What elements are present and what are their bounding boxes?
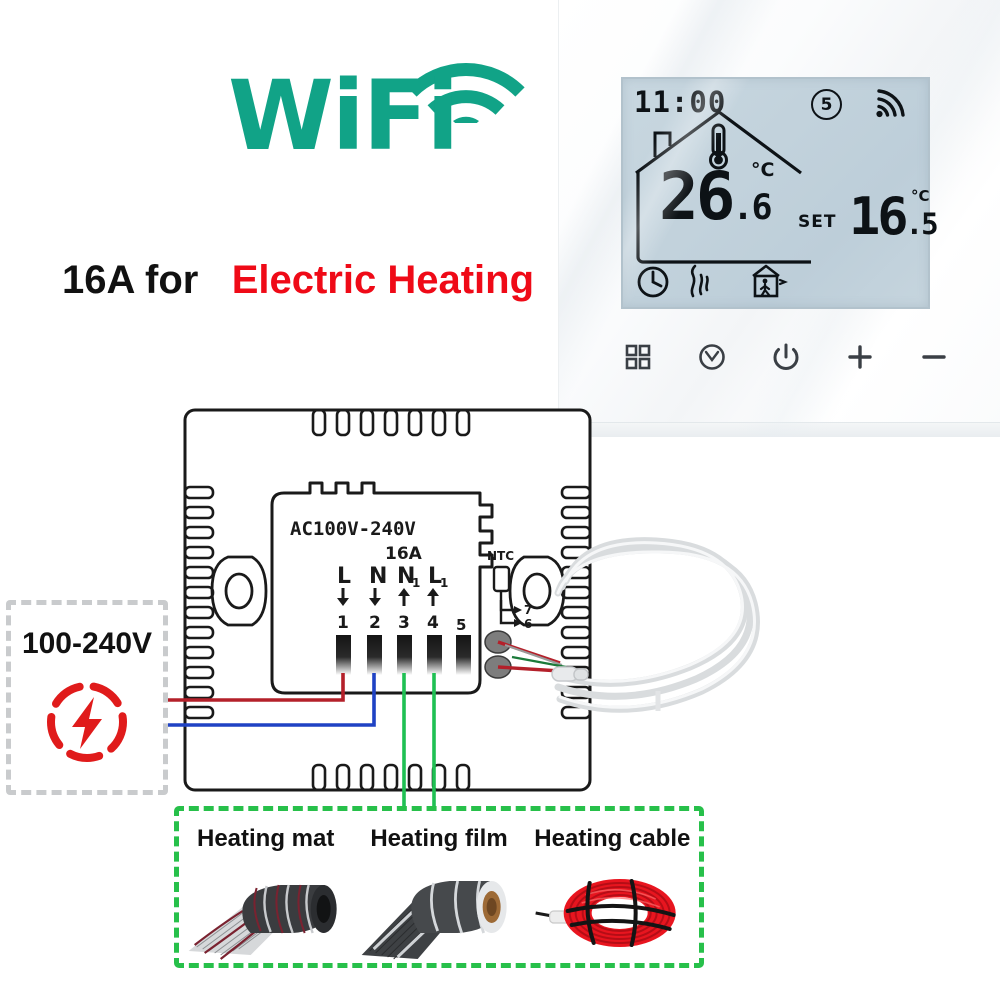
terminal-arrows — [337, 588, 439, 606]
heating-options-images — [179, 855, 699, 965]
heating-option-label-cable: Heating cable — [534, 825, 691, 852]
ntc-sensor-cable-highlight — [554, 541, 757, 709]
away-home-icon — [752, 264, 788, 298]
cable-ties — [565, 879, 676, 947]
lcd-time: 11:00 — [634, 85, 727, 119]
current-rating-label: 16A — [385, 544, 423, 564]
wire-live-red — [160, 673, 345, 702]
tagline: 16A for Electric Heating — [62, 258, 534, 303]
menu-button[interactable] — [621, 340, 655, 374]
thermostat-base-edge — [559, 422, 1000, 437]
svg-text:N: N — [369, 564, 387, 589]
lcd-room-temp-unit: °C — [751, 159, 775, 181]
terminal-numbers: 1 2 3 4 5 — [337, 613, 466, 634]
wifi-logo-text: WiFi — [228, 60, 459, 172]
svg-text:2: 2 — [369, 613, 381, 633]
svg-text:L: L — [428, 564, 442, 589]
house-outline-icon — [633, 107, 813, 282]
power-button[interactable] — [769, 340, 803, 374]
tagline-prefix: 16A for — [62, 258, 199, 302]
lcd-set-temp-dec: .5 — [905, 207, 939, 241]
terminal-labels: L N N1 L1 — [337, 564, 448, 590]
lightning-bolt-icon — [42, 677, 132, 767]
decrease-button[interactable] — [917, 340, 951, 374]
power-source-label: 100-240V — [21, 627, 153, 660]
film-roll — [411, 880, 507, 934]
mounting-tab-left — [210, 555, 268, 627]
wifi-logo: WiFi — [228, 28, 528, 178]
increase-button[interactable] — [843, 340, 877, 374]
terminal-slots — [336, 635, 471, 675]
heating-options-labels: Heating mat Heating film Heating cable — [179, 825, 699, 859]
svg-text:N: N — [397, 564, 415, 589]
lcd-room-temp-int: 26 — [659, 158, 736, 235]
svg-text:1: 1 — [440, 576, 448, 590]
lcd-set-temperature: 16.5 — [849, 191, 939, 243]
lcd-room-temp-dec: .6 — [732, 188, 772, 228]
voltage-rating-label: AC100V-240V — [290, 518, 416, 540]
svg-text:6: 6 — [524, 617, 532, 631]
plus-icon — [848, 345, 872, 369]
heating-mat-photo — [179, 855, 352, 965]
svg-text:5: 5 — [456, 616, 466, 634]
power-source-box: 100-240V — [6, 600, 168, 795]
grid-squares-icon — [625, 344, 651, 370]
thermostat-device: 11:00 5 — [558, 0, 1000, 437]
lcd-set-label: SET — [798, 212, 837, 232]
lcd-set-temp-int: 16 — [849, 187, 909, 247]
wire-neutral-blue — [160, 673, 376, 727]
power-icon — [773, 343, 799, 371]
svg-text:3: 3 — [398, 613, 410, 633]
lcd-day-number: 5 — [811, 89, 842, 120]
svg-text:NTC: NTC — [487, 549, 514, 563]
mat-roll — [242, 884, 337, 934]
heating-options-box: Heating mat Heating film Heating cable — [174, 806, 704, 968]
minus-icon — [922, 355, 946, 359]
heating-option-label-mat: Heating mat — [196, 825, 335, 852]
ntc-sensor-cable — [552, 537, 760, 713]
svg-text:4: 4 — [427, 613, 439, 633]
lcd-set-temp-unit: °C — [911, 187, 930, 205]
ntc-sensor-symbol: NTC 7 6 — [487, 549, 532, 631]
vent-slots-left — [183, 485, 215, 720]
lcd-status-icons — [635, 262, 815, 302]
lcd-room-temperature: 26.6 — [659, 164, 773, 230]
clock-icon — [699, 344, 725, 370]
svg-text:L: L — [337, 564, 351, 589]
lcd-screen: 11:00 5 — [621, 77, 939, 309]
heating-option-label-film: Heating film — [370, 825, 508, 852]
wifi-signal-icon — [873, 88, 906, 118]
heating-waves-icon — [690, 264, 709, 298]
vent-slots-top — [311, 408, 471, 437]
svg-text:1: 1 — [337, 613, 349, 633]
tagline-highlight: Electric Heating — [231, 258, 535, 302]
thermometer-icon — [709, 123, 728, 170]
svg-text:1: 1 — [412, 576, 420, 590]
ntc-probe-tip — [551, 666, 589, 682]
heating-cable-photo — [526, 855, 699, 965]
clock-icon — [637, 266, 669, 298]
ntc-sensor-leads — [497, 640, 567, 673]
svg-text:7: 7 — [524, 603, 532, 617]
clock-button[interactable] — [695, 340, 729, 374]
heating-film-photo — [352, 855, 525, 965]
thermostat-button-row — [621, 334, 951, 380]
